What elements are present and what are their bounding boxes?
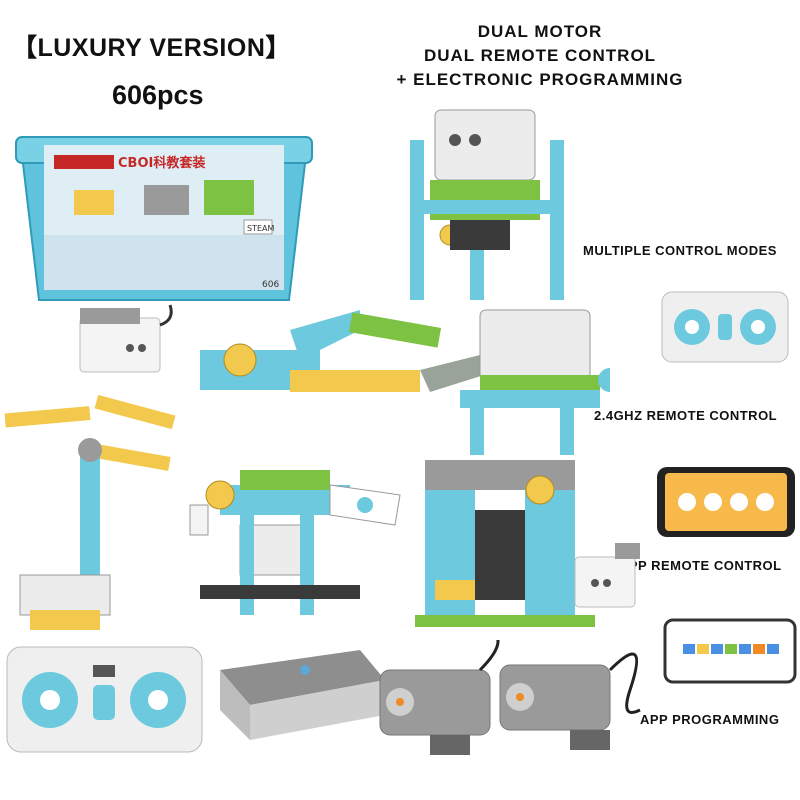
box-badge: STEAM xyxy=(247,224,274,233)
remote-control-icon xyxy=(661,291,789,363)
storage-box-icon: CBOI科教套装 STEAM 606 xyxy=(15,136,313,301)
label-remote-control: 2.4GHZ REMOTE CONTROL xyxy=(594,408,778,423)
label-multiple-control-modes: MULTIPLE CONTROL MODES xyxy=(583,243,777,258)
feature-line-remote: DUAL REMOTE CONTROL xyxy=(423,46,657,65)
animal-robot-icon xyxy=(200,309,610,455)
battery-box-icon xyxy=(220,650,385,740)
walker-robot-icon xyxy=(410,109,564,300)
crane-robot-icon xyxy=(415,460,595,627)
feature-line-motor: DUAL MOTOR xyxy=(477,22,603,41)
feature-line-programming: + ELECTRONIC PROGRAMMING xyxy=(396,70,684,89)
label-app-remote-control: APP REMOTE CONTROL xyxy=(619,558,782,573)
large-remote-control-icon xyxy=(6,646,203,753)
programming-app-icon xyxy=(663,618,797,684)
box-brand: CBOI科教套装 xyxy=(118,155,205,171)
battery-hub-icon xyxy=(574,543,640,608)
piece-count: 606pcs xyxy=(112,80,204,110)
label-app-programming: APP PROGRAMMING xyxy=(640,712,780,727)
hub-brick-icon xyxy=(79,304,173,373)
feature-list: DUAL MOTOR DUAL REMOTE CONTROL + ELECTRO… xyxy=(370,20,710,92)
motor-icon xyxy=(379,640,500,755)
smartphone-icon xyxy=(657,467,795,537)
product-version-title: 【LUXURY VERSION】 xyxy=(12,34,291,62)
windmill-robot-icon xyxy=(4,395,176,630)
motor-icon-2 xyxy=(499,652,641,750)
dinosaur-robot-icon xyxy=(189,470,401,615)
box-count: 606 xyxy=(262,280,279,290)
